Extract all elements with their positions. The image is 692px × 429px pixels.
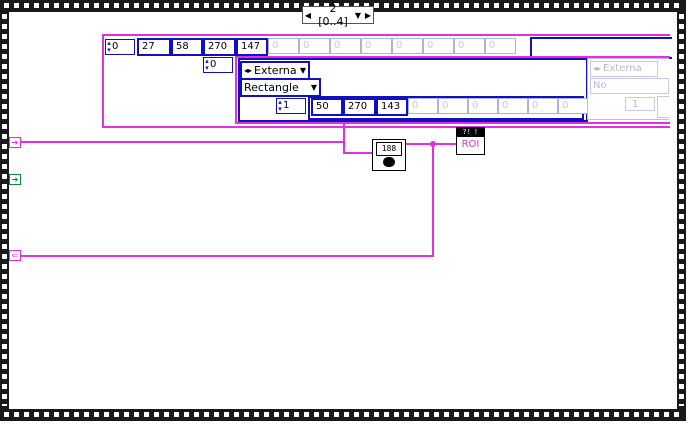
input-tunnel-icon[interactable]: ➜: [9, 137, 21, 148]
row1-array: 27 58 270 147 0 0 0 0 0 0 0 0: [137, 38, 516, 56]
ghost-element: [587, 58, 669, 120]
row2-empty[interactable]: 0: [498, 98, 528, 114]
row2-empty[interactable]: 0: [438, 98, 468, 114]
ghost-mode-ring[interactable]: ◂▸Externa: [590, 61, 658, 77]
wire-bottom: [20, 255, 434, 257]
input-tunnel-green-icon[interactable]: ➜: [9, 174, 21, 185]
index-spinner-icon[interactable]: ▴▾: [205, 57, 209, 72]
row2-empty[interactable]: 0: [408, 98, 438, 114]
row1-empty[interactable]: 0: [330, 38, 361, 54]
case-selector[interactable]: ◀ 2 [0..4] ▼ ▶: [302, 2, 374, 28]
mode-ring[interactable]: ◂▸ Externa ▼: [240, 61, 310, 80]
row2-value[interactable]: 270: [343, 98, 376, 116]
dropdown-arrow-icon[interactable]: ▼: [299, 66, 306, 75]
output-tunnel-icon[interactable]: ⇐: [9, 250, 21, 261]
case-selector-label: 2 [0..4]: [318, 2, 348, 28]
property-node[interactable]: 188: [372, 139, 406, 171]
row1-empty[interactable]: 0: [268, 38, 299, 54]
outer-index-value: 0: [112, 41, 119, 52]
row1-empty[interactable]: 0: [392, 38, 423, 54]
ghost-shape-ring-value: No: [593, 80, 607, 91]
gauge-icon: [383, 157, 395, 167]
index-spinner-icon[interactable]: ▴▾: [278, 98, 282, 113]
dropdown-arrow-icon[interactable]: ▼: [310, 83, 317, 92]
film-holes-bottom: [4, 412, 682, 418]
display-icon: 188: [376, 142, 402, 156]
ghost-mode-ring-value: Externa: [603, 63, 642, 74]
shape-ring-value: Rectangle: [244, 81, 299, 94]
inner-array-index[interactable]: ▴▾ 0: [203, 57, 233, 73]
index-spinner-icon[interactable]: ▴▾: [107, 39, 111, 54]
row2-value[interactable]: 143: [376, 98, 408, 116]
row1-empty[interactable]: 0: [361, 38, 392, 54]
decrement-arrow-icon[interactable]: ◀: [304, 10, 312, 20]
row1-value[interactable]: 27: [137, 38, 171, 56]
ghost-index-value: 1: [632, 99, 639, 110]
wire-from-cluster: [343, 122, 345, 142]
row1-value[interactable]: 147: [236, 38, 268, 56]
shape-array-index[interactable]: ▴▾ 1: [276, 98, 306, 114]
shape-index-value: 1: [283, 100, 290, 111]
row1-empty[interactable]: 0: [423, 38, 454, 54]
row1-empty[interactable]: 0: [485, 38, 516, 54]
ghost-index[interactable]: 1: [625, 97, 655, 111]
ghost-array-extent: [657, 96, 669, 118]
row2-empty[interactable]: 0: [558, 98, 588, 114]
film-holes-right: [679, 14, 684, 406]
row2-empty[interactable]: 0: [468, 98, 498, 114]
ring-arrows-icon: ◂▸: [244, 66, 253, 75]
ghost-shape-ring[interactable]: No: [590, 78, 669, 94]
wire-junction-dot: [430, 141, 436, 147]
row1-value[interactable]: 270: [203, 38, 236, 56]
dropdown-arrow-icon[interactable]: ▼: [354, 10, 362, 20]
row1-empty[interactable]: 0: [299, 38, 330, 54]
row2-array: 50 270 143 0 0 0 0 0 0: [311, 98, 588, 116]
shape-ring[interactable]: Rectangle ▼: [240, 78, 321, 97]
mode-ring-value: Externa: [254, 64, 297, 77]
roi-label: ROI: [461, 139, 480, 150]
wire-to-node: [343, 152, 373, 154]
roi-node[interactable]: ?! ! ?! ROI: [456, 127, 485, 155]
outer-array-index[interactable]: ▴▾ 0: [105, 39, 135, 55]
inner-cluster: [235, 56, 670, 124]
row1-value[interactable]: 58: [171, 38, 203, 56]
wire-top: [20, 141, 344, 143]
ring-arrows-icon: ◂▸: [593, 64, 602, 73]
film-holes-left: [2, 14, 7, 406]
inner-index-value: 0: [210, 59, 217, 70]
increment-arrow-icon[interactable]: ▶: [364, 10, 372, 20]
wire-down: [432, 143, 434, 256]
row2-empty[interactable]: 0: [528, 98, 558, 114]
wire-junction: [343, 141, 345, 153]
row1-empty[interactable]: 0: [454, 38, 485, 54]
roi-node-header: ?! ! ?!: [457, 128, 484, 145]
row2-value[interactable]: 50: [311, 98, 343, 116]
